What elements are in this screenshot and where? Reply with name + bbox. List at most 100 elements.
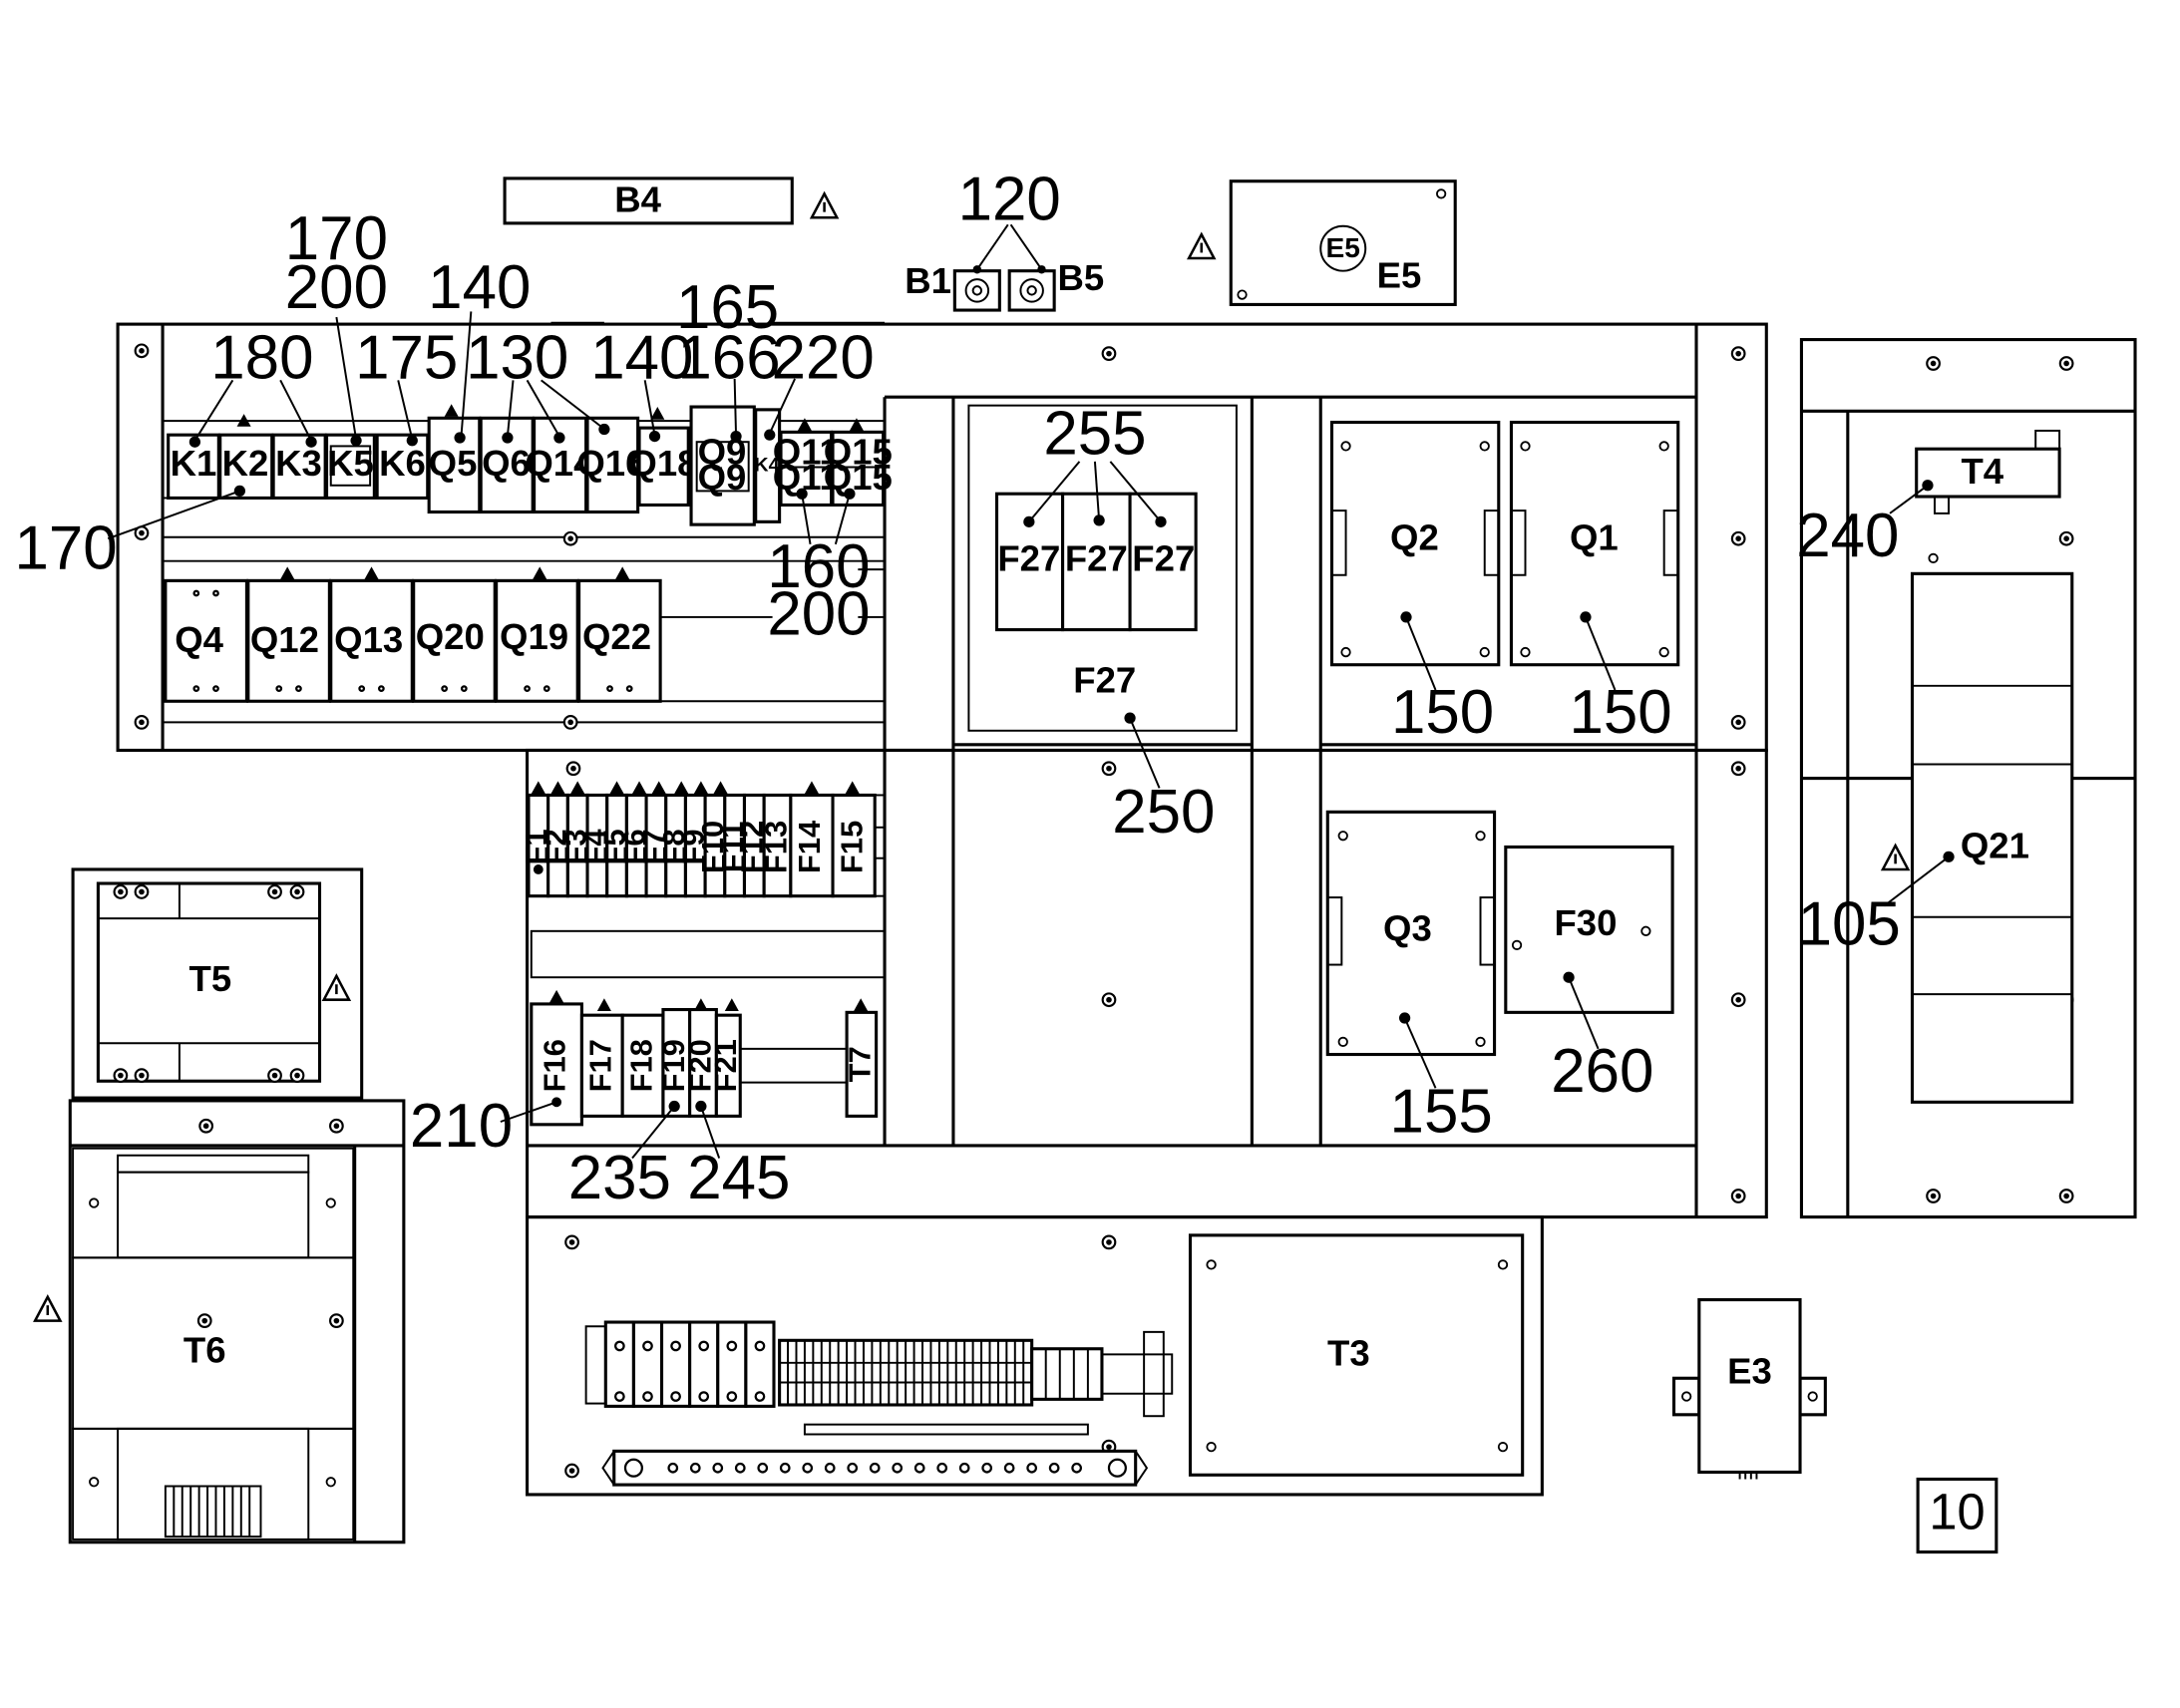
f12-label: F12 bbox=[734, 821, 769, 873]
f11-label: F11 bbox=[715, 822, 750, 873]
t5-transformer: T5 bbox=[71, 867, 364, 1100]
q18-label: Q18 bbox=[628, 443, 697, 484]
q15-lower-label: Q15 bbox=[824, 457, 893, 498]
breaker-row: Q4 Q12 Q13 Q20 Q19 Q22 bbox=[164, 566, 662, 703]
callout-155: 155 bbox=[1390, 1078, 1493, 1147]
k1-label: K1 bbox=[171, 443, 217, 484]
f1-label: F1 bbox=[519, 829, 553, 864]
callout-160: 160 bbox=[767, 532, 870, 601]
f8-label: F8 bbox=[656, 829, 691, 864]
k4-label: K4 bbox=[754, 454, 779, 476]
callout-255: 255 bbox=[1043, 399, 1146, 468]
t6-vent-grille bbox=[164, 1485, 262, 1538]
f27-fuse-2-label: F27 bbox=[1065, 537, 1128, 578]
callout-210: 210 bbox=[410, 1092, 513, 1161]
ground-bar bbox=[601, 1449, 1149, 1487]
terminal-block-row bbox=[584, 1320, 1174, 1436]
q1-label: Q1 bbox=[1570, 516, 1619, 557]
f2-label: F2 bbox=[539, 829, 573, 864]
callout-170-top: 170 bbox=[285, 204, 388, 273]
b5-label: B5 bbox=[1058, 257, 1105, 298]
warning-icon bbox=[810, 192, 839, 219]
callout-200-top: 200 bbox=[285, 253, 388, 322]
f27-fuse-3-label: F27 bbox=[1132, 537, 1195, 578]
q9-lower-label: Q9 bbox=[698, 457, 747, 498]
t3-label: T3 bbox=[1327, 1332, 1370, 1373]
q12-label: Q12 bbox=[250, 619, 319, 660]
q21-label: Q21 bbox=[1961, 826, 2029, 866]
callout-120: 120 bbox=[958, 166, 1061, 234]
f10-label: F10 bbox=[695, 821, 730, 873]
callout-150-right: 150 bbox=[1569, 678, 1671, 747]
t6-label: T6 bbox=[183, 1330, 226, 1371]
q3-label: Q3 bbox=[1383, 907, 1432, 948]
f7-label: F7 bbox=[636, 829, 671, 864]
f3-label: F3 bbox=[557, 829, 592, 864]
f30-component: F30 bbox=[1504, 845, 1674, 1014]
q6-label: Q6 bbox=[482, 443, 531, 484]
q4-label: Q4 bbox=[175, 619, 223, 660]
f21-label: F21 bbox=[708, 1039, 743, 1092]
e3-component: E3 bbox=[1671, 1297, 1827, 1480]
q19-label: Q19 bbox=[500, 616, 568, 657]
callout-245: 245 bbox=[687, 1144, 790, 1212]
leader-lines bbox=[107, 311, 1950, 1160]
b4-component: B4 bbox=[503, 176, 794, 225]
callouts: 120 170 200 140 165 180 175 130 140 166 … bbox=[14, 166, 1900, 1212]
callout-260: 260 bbox=[1551, 1037, 1653, 1106]
f17-label: F17 bbox=[583, 1039, 618, 1092]
k6-label: K6 bbox=[379, 443, 426, 484]
callout-220: 220 bbox=[772, 323, 875, 392]
e5-symbol-label: E5 bbox=[1326, 232, 1360, 263]
callout-166: 166 bbox=[677, 323, 780, 392]
f19-label: F19 bbox=[656, 1039, 691, 1092]
f20-label: F20 bbox=[682, 1039, 717, 1092]
callout-240: 240 bbox=[1796, 502, 1899, 570]
q14-label: Q14 bbox=[525, 443, 594, 484]
f27-label: F27 bbox=[1073, 660, 1136, 701]
b1-label: B1 bbox=[905, 260, 951, 301]
q5-label: Q5 bbox=[429, 443, 478, 484]
t5-label: T5 bbox=[189, 958, 232, 999]
callout-165: 165 bbox=[676, 273, 779, 342]
callout-250: 250 bbox=[1112, 778, 1215, 847]
callout-235: 235 bbox=[568, 1144, 671, 1212]
callout-140: 140 bbox=[590, 323, 693, 392]
callout-130: 130 bbox=[466, 323, 568, 392]
f14-label: F14 bbox=[792, 820, 827, 873]
din-rail-top: K1 K2 K3 K5 K6 Q5 Q6 Q14 Q16 Q18 Q9 Q9 K… bbox=[162, 404, 893, 526]
e3-label: E3 bbox=[1727, 1351, 1772, 1392]
t7-label: T7 bbox=[843, 1046, 878, 1082]
q16-label: Q16 bbox=[576, 443, 645, 484]
q3-breaker: Q3 bbox=[1325, 810, 1497, 1057]
q2-label: Q2 bbox=[1390, 516, 1439, 557]
f5-label: F5 bbox=[597, 829, 632, 864]
fuse-row-f1-f15: F1 F2 F3 F4 F5 F6 F7 F8 F9 F10 F11 F12 F… bbox=[519, 781, 887, 979]
callout-200: 200 bbox=[767, 580, 870, 649]
f18-label: F18 bbox=[623, 1039, 658, 1092]
f4-label: F4 bbox=[577, 829, 612, 865]
t4-label: T4 bbox=[1961, 451, 2003, 492]
t3-component: T3 bbox=[1188, 1233, 1525, 1477]
callout-170: 170 bbox=[14, 514, 117, 583]
warning-icon bbox=[322, 974, 351, 1001]
f27-fuse-1-label: F27 bbox=[997, 537, 1060, 578]
f30-label: F30 bbox=[1554, 902, 1617, 943]
f15-label: F15 bbox=[834, 821, 869, 873]
warning-icon bbox=[1881, 844, 1910, 871]
q11-upper-label: Q11 bbox=[773, 432, 840, 473]
b1-b5-sensor-group: B1 B5 bbox=[905, 223, 1105, 312]
warning-icon bbox=[33, 1295, 62, 1322]
k2-label: K2 bbox=[222, 443, 269, 484]
callout-180: 180 bbox=[210, 323, 313, 392]
k3-label: K3 bbox=[275, 443, 322, 484]
f16-label: F16 bbox=[537, 1039, 571, 1092]
e5-component: E5 E5 bbox=[1229, 179, 1457, 306]
lower-panel: T3 bbox=[526, 1215, 1544, 1497]
callout-150-left: 150 bbox=[1391, 678, 1494, 747]
callout-105: 105 bbox=[1798, 889, 1901, 958]
b4-label: B4 bbox=[614, 178, 661, 219]
e5-label: E5 bbox=[1377, 254, 1422, 295]
f27-fuse-block: F27 F27 F27 F27 bbox=[967, 404, 1238, 732]
